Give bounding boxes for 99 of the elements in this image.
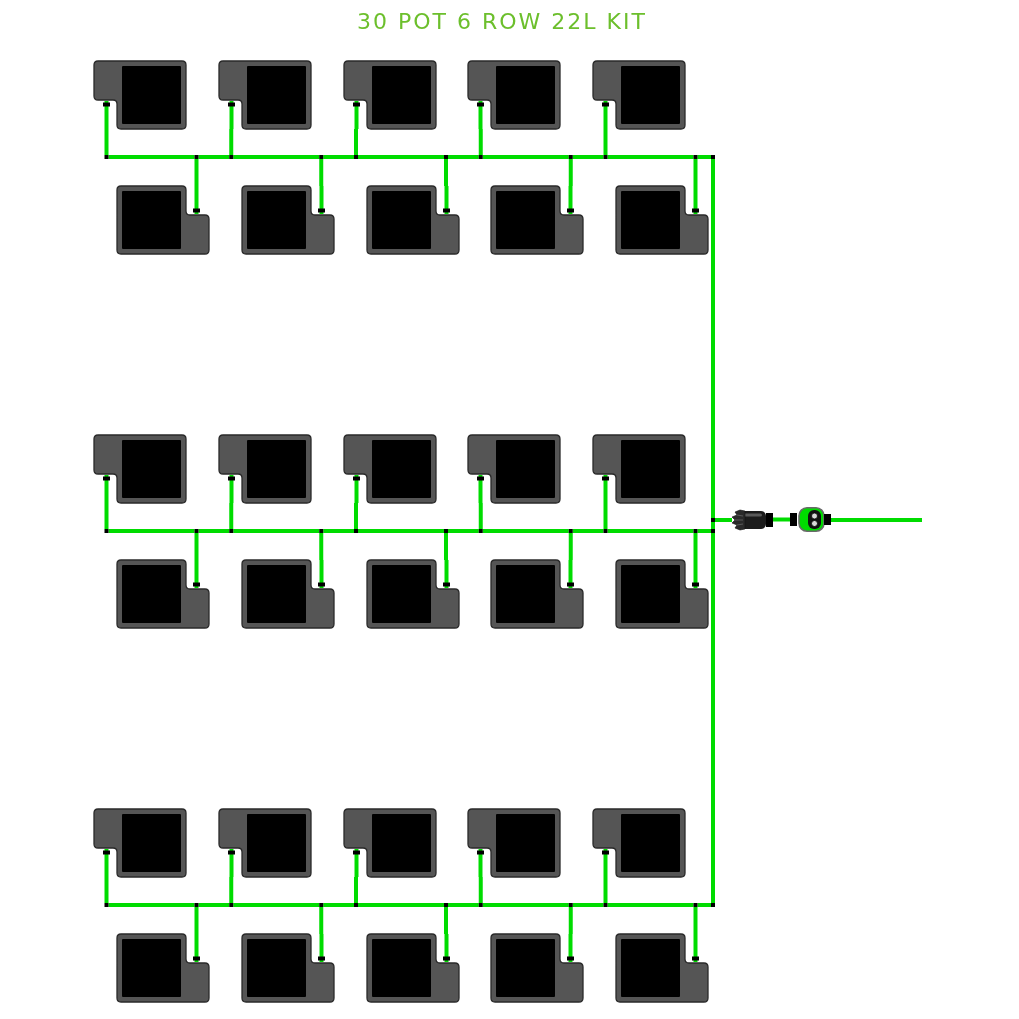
water-tube [478,503,483,529]
tap-connector-icon [790,507,831,532]
water-tube [319,159,324,186]
water-tube [715,518,732,522]
water-tube [198,155,230,159]
water-tube [572,903,604,907]
plant-pot [117,186,209,254]
water-tube [444,907,448,934]
water-tube [568,907,573,934]
plant-pot [616,560,708,628]
water-tube [358,155,444,159]
diagram-title: 30 POT 6 ROW 22L KIT [357,9,647,34]
hose-fitting-icon [732,509,773,531]
water-tube [354,877,358,903]
water-tube [607,155,694,159]
plant-pot [94,61,186,129]
plant-pot [593,435,685,503]
water-tube [233,903,320,907]
water-tube [448,903,479,907]
plant-pot [366,186,459,254]
water-tube [568,159,573,186]
water-tube [444,159,448,186]
water-tube [482,903,569,907]
water-tube [319,907,324,934]
water-tube [572,529,604,533]
water-tube [568,533,573,560]
water-tube [358,903,444,907]
water-tube [323,903,354,907]
plant-pot [343,435,436,503]
water-tube [697,155,711,159]
water-tube [448,529,479,533]
water-tube [603,129,608,155]
plant-pot [241,934,334,1002]
plant-pot [491,186,584,254]
plant-pot [241,560,334,628]
water-tube [693,907,698,934]
water-tube [693,159,698,186]
plant-pot [468,435,561,503]
water-tube [358,529,444,533]
plant-pot [117,560,209,628]
plant-pot [241,186,334,254]
water-tube [607,903,694,907]
water-tube [323,155,354,159]
water-tube [233,529,320,533]
water-tube [194,159,199,186]
water-tube [354,503,358,529]
water-tube [831,518,922,522]
plant-pot [218,61,311,129]
water-tube [444,533,448,560]
water-tube [198,903,230,907]
water-tube [108,155,195,159]
water-tube [354,129,358,155]
water-tube [323,529,354,533]
water-tube [773,517,790,522]
water-tube [482,529,569,533]
plant-pot [343,809,436,877]
water-tube [448,155,479,159]
water-tube [603,503,608,529]
water-tube [478,129,483,155]
water-tube [711,533,715,903]
water-tube [711,522,715,529]
water-tube [697,903,711,907]
plant-pot [616,934,708,1002]
water-tube [229,129,234,155]
water-tube [711,159,715,518]
plant-pot [366,560,459,628]
plant-pot [468,61,561,129]
water-tube [572,155,604,159]
plant-pot [94,435,186,503]
water-tube [229,877,234,903]
water-tube [319,533,324,560]
plant-pot [491,934,584,1002]
water-tube [194,533,199,560]
water-tube [108,903,195,907]
plant-pot [94,809,186,877]
water-tube [104,129,109,155]
plant-pot [593,61,685,129]
plant-pot [218,435,311,503]
plant-pot [616,186,708,254]
water-tube [482,155,569,159]
plant-pot [468,809,561,877]
plant-pot [593,809,685,877]
water-tube [603,877,608,903]
water-tube [697,529,711,533]
plant-pot [366,934,459,1002]
water-tube [229,503,234,529]
water-tube [198,529,230,533]
water-tube [478,877,483,903]
plant-pot [343,61,436,129]
plant-pot [117,934,209,1002]
water-tube [693,533,698,560]
water-tube [233,155,320,159]
water-tube [108,529,195,533]
water-tube [104,503,109,529]
water-tube [104,877,109,903]
plant-pot [491,560,584,628]
water-tube [194,907,199,934]
plant-pot [218,809,311,877]
water-tube [607,529,694,533]
